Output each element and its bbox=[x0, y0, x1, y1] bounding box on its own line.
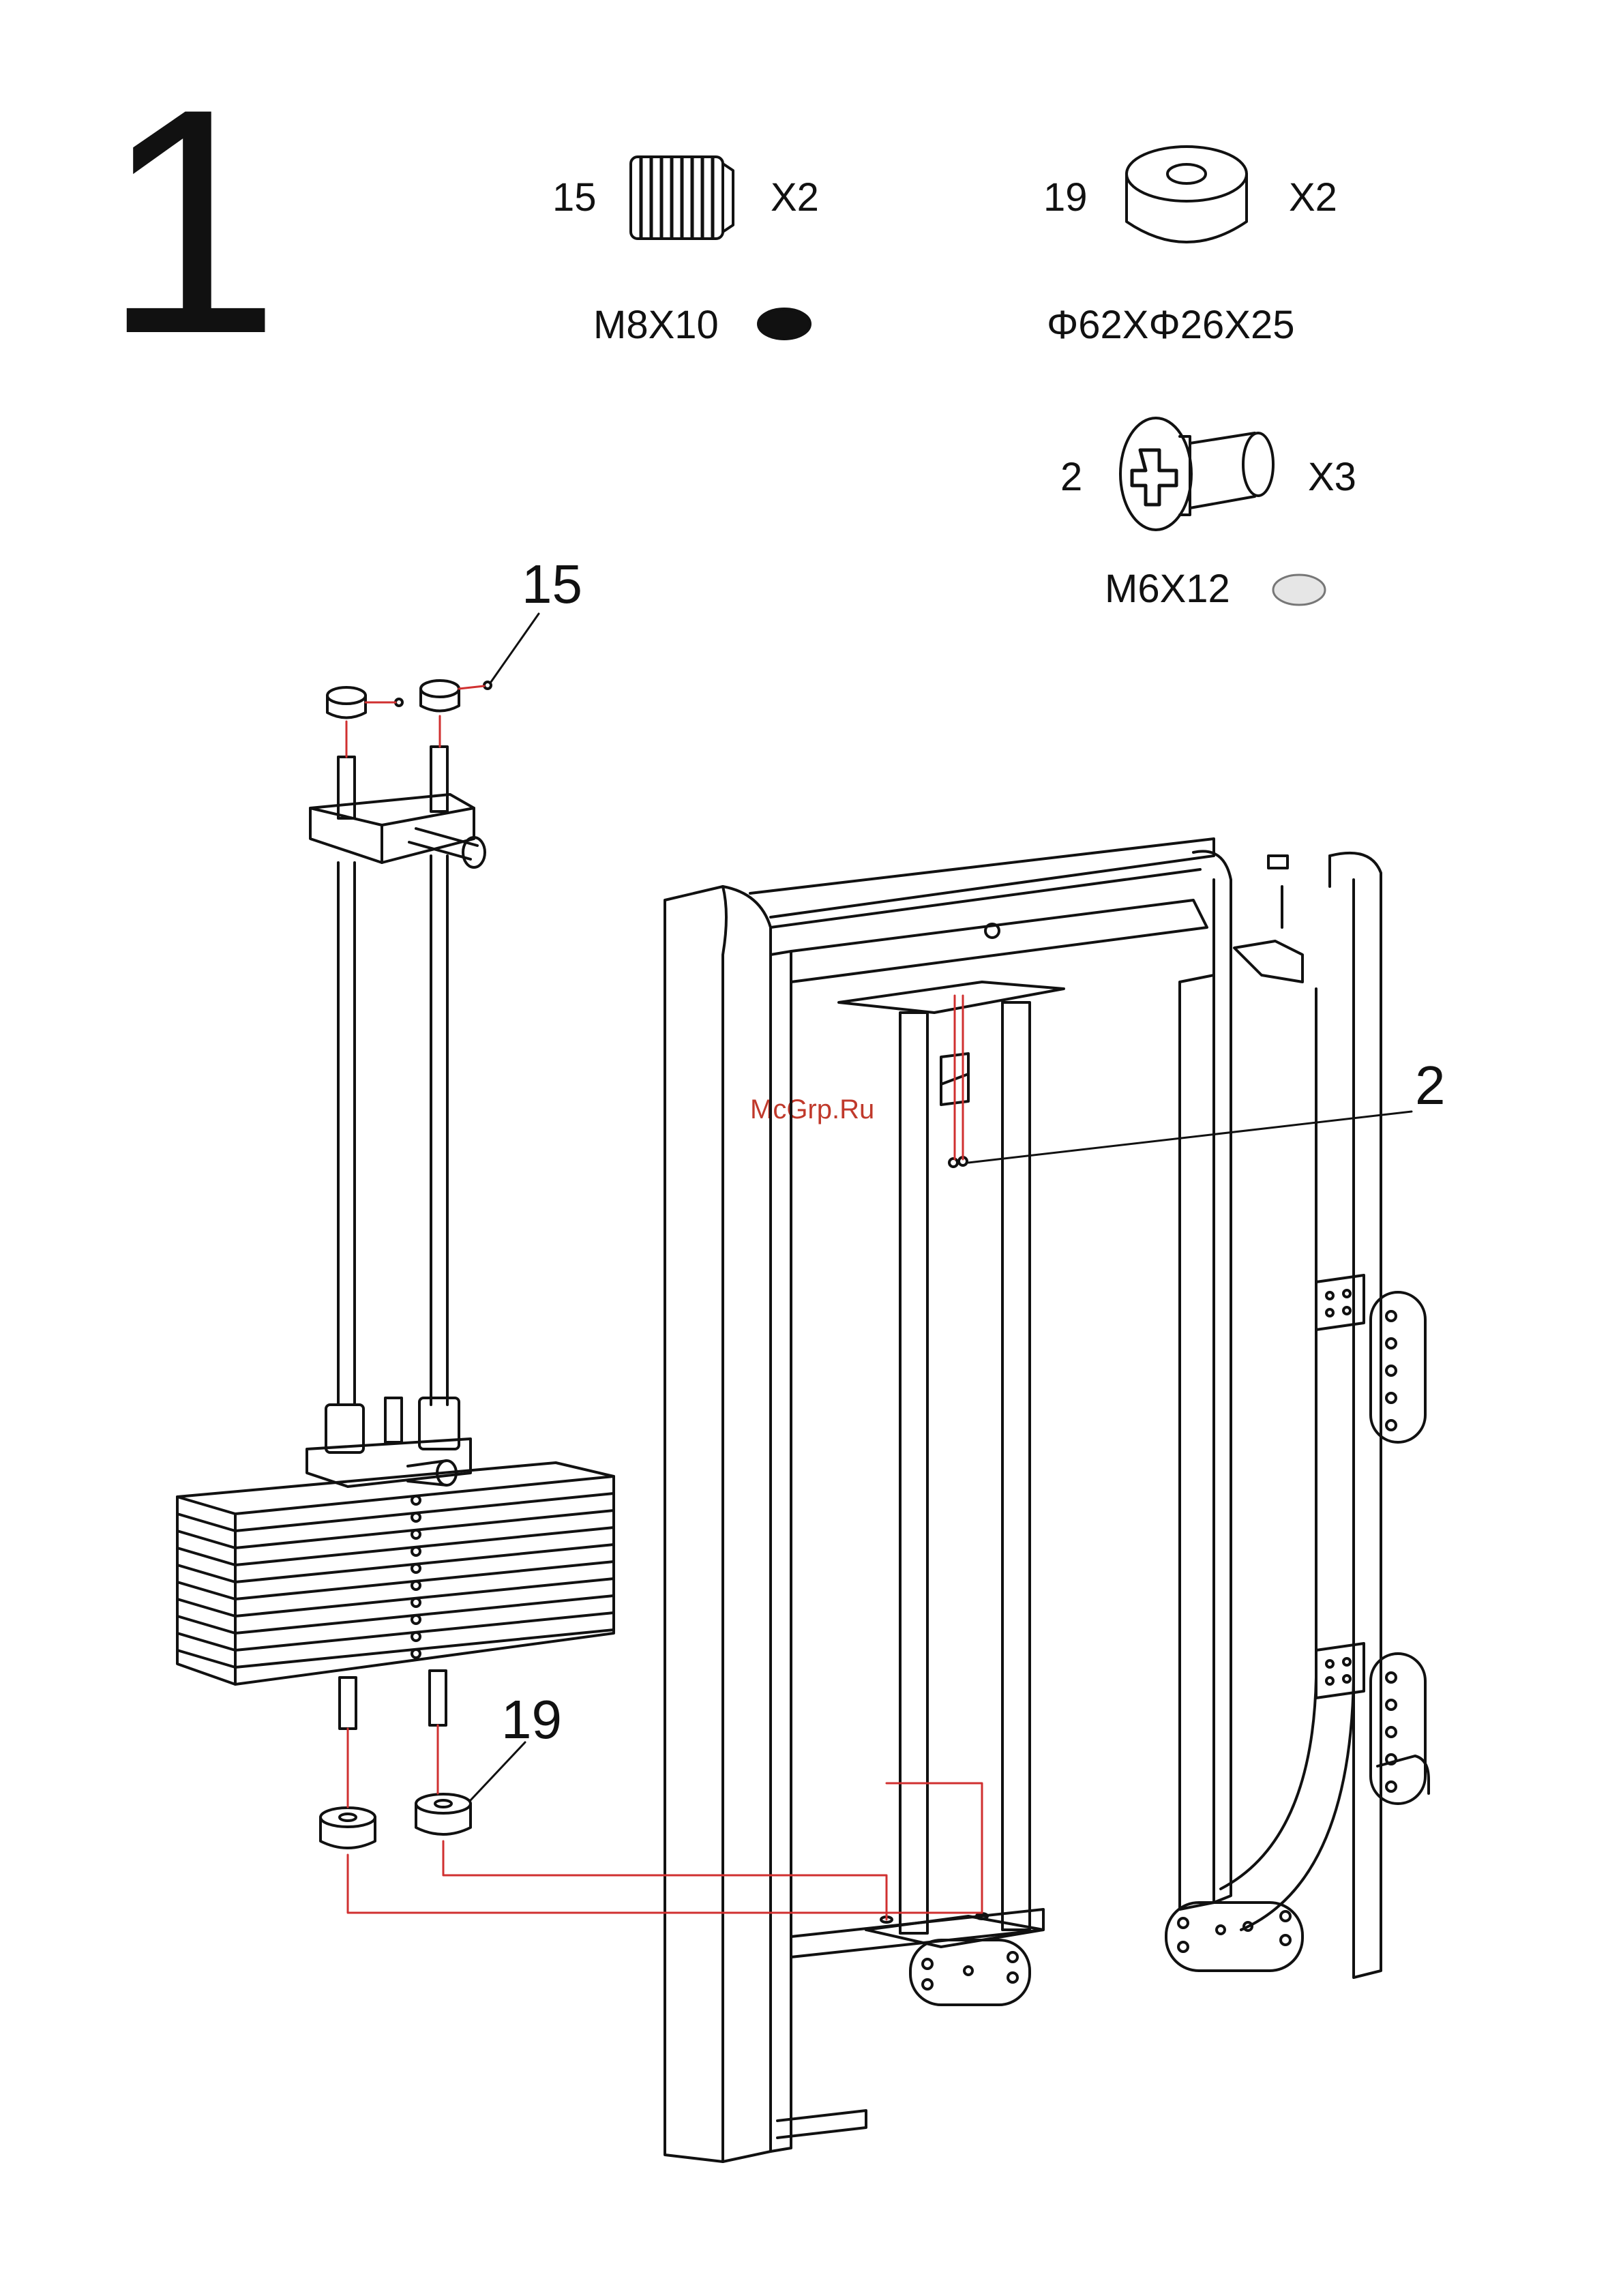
guide-rod-assembly bbox=[307, 681, 491, 1487]
m6-marker-outline bbox=[1273, 575, 1325, 605]
set-screw-icon bbox=[631, 157, 733, 239]
m8-marker-filled bbox=[758, 309, 810, 339]
phillips-screw-icon bbox=[1120, 418, 1273, 530]
callout-leaders bbox=[471, 614, 1412, 1800]
weight-stack bbox=[177, 1463, 614, 1848]
main-frame bbox=[665, 839, 1429, 2162]
rubber-bumper-icon bbox=[1127, 147, 1247, 242]
